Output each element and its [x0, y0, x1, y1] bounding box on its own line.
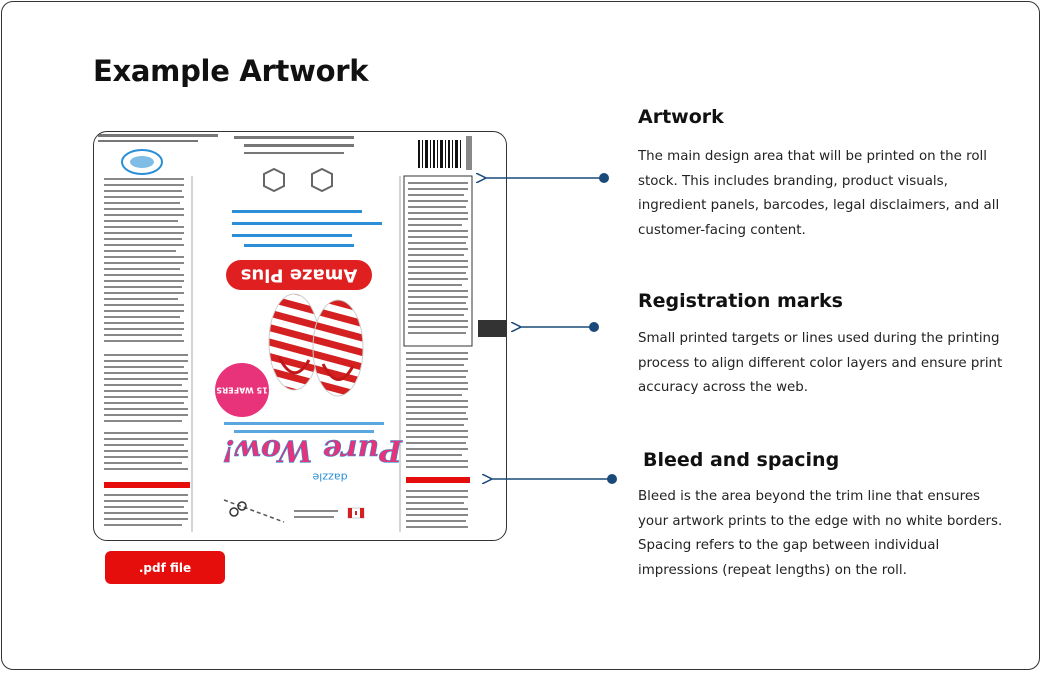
amaze-plus-banner: Amaze Plus [226, 260, 372, 290]
artwork-subtitle-text [224, 422, 384, 433]
artwork-right-text [406, 182, 468, 528]
section-title-artwork: Artwork [638, 106, 724, 128]
barcode-icon [416, 136, 472, 170]
artwork-illustration: Amaze Plus 15 WAFERS Pure Wow! dazzle [98, 134, 473, 532]
artwork-blue-bullets [232, 210, 382, 247]
brand-logo-icon [121, 149, 163, 175]
section-body-registration: Small printed targets or lines used duri… [638, 331, 1003, 395]
artwork-top-text [98, 134, 354, 154]
artwork-right-panel [403, 175, 473, 347]
section-body-artwork: The main design area that will be printe… [638, 149, 1000, 238]
section-body-bleed: Bleed is the area beyond the trim line t… [638, 489, 1003, 578]
cut-line [223, 499, 285, 523]
artwork-right-red-bar [406, 477, 470, 483]
artwork-bottom-text [294, 507, 365, 519]
artwork-left-text [104, 178, 188, 526]
pure-wow-logo: Pure Wow! dazzle [222, 432, 404, 484]
section-title-bleed: Bleed and spacing [643, 449, 840, 471]
certification-icons [263, 167, 333, 193]
scissors-icon [229, 507, 239, 517]
page-title: Example Artwork [93, 54, 369, 88]
section-title-registration: Registration marks [638, 290, 843, 312]
wafers-sticker: 15 WAFERS [215, 363, 269, 417]
amaze-plus-text: Amaze Plus [241, 265, 358, 286]
pdf-file-badge: .pdf file [105, 551, 225, 584]
artwork-left-red-bar [104, 482, 190, 488]
flip-flops-image [268, 293, 364, 397]
dazzle-text: dazzle [312, 471, 347, 484]
wafers-sticker-text: 15 WAFERS [216, 386, 268, 395]
pure-wow-text: Pure Wow! [222, 433, 403, 468]
artwork-preview: Amaze Plus 15 WAFERS Pure Wow! dazzle [93, 131, 507, 541]
registration-mark [478, 320, 507, 337]
